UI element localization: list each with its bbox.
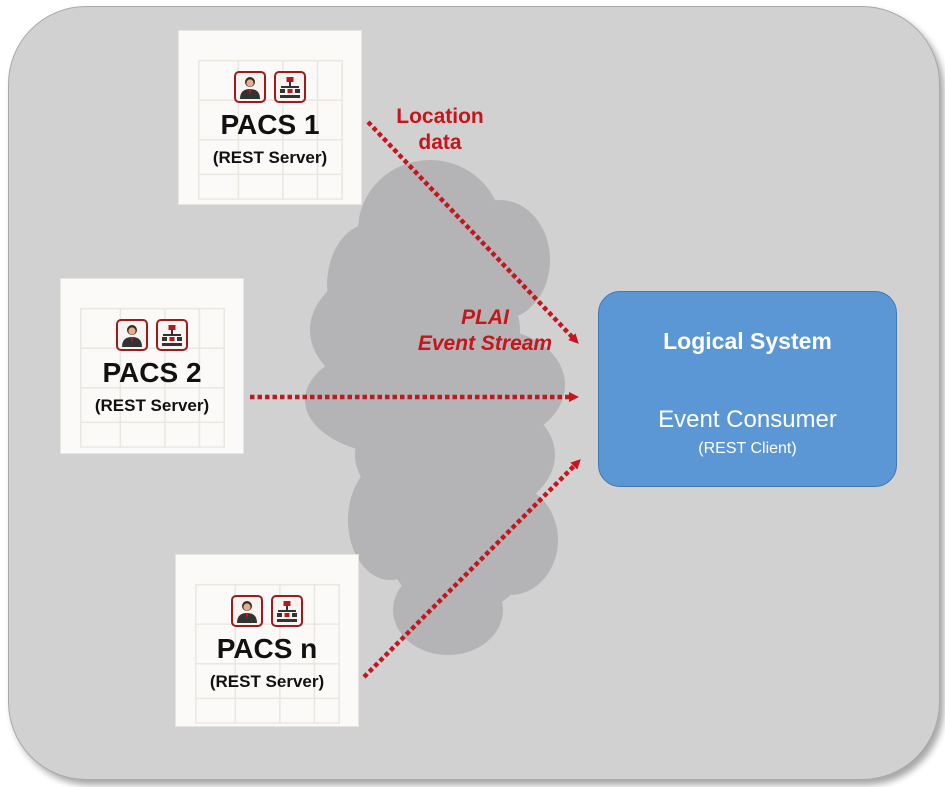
pacs-name: PACS 1: [220, 109, 320, 140]
location-data-label: Location data: [370, 104, 510, 156]
rest-client-label: (REST Client): [698, 440, 797, 457]
pacs-name: PACS n: [216, 633, 318, 664]
person-icon: [231, 595, 263, 627]
hierarchy-icon: [156, 319, 188, 351]
location-line-1: Location: [396, 105, 484, 128]
logical-system-box: Logical System Event Consumer (REST Clie…: [598, 291, 897, 487]
logical-system-title: Logical System: [663, 328, 832, 354]
pacs-name: PACS 2: [102, 357, 202, 388]
pacs-role: (REST Server): [94, 396, 210, 415]
pacs-n-card: PACS n (REST Server): [175, 554, 359, 727]
pacs-role: (REST Server): [212, 148, 328, 167]
stream-line-2: Event Stream: [417, 332, 553, 355]
hierarchy-icon: [271, 595, 303, 627]
location-line-2: data: [418, 131, 462, 154]
pacs-role: (REST Server): [209, 672, 325, 691]
hierarchy-icon: [274, 71, 306, 103]
pacs-2-card: PACS 2 (REST Server): [60, 278, 244, 454]
stream-line-1: PLAI: [461, 306, 509, 329]
event-stream-label: PLAI Event Stream: [400, 305, 570, 357]
event-consumer-label: Event Consumer: [658, 406, 837, 433]
person-icon: [116, 319, 148, 351]
pacs-1-card: PACS 1 (REST Server): [178, 30, 362, 205]
person-icon: [234, 71, 266, 103]
